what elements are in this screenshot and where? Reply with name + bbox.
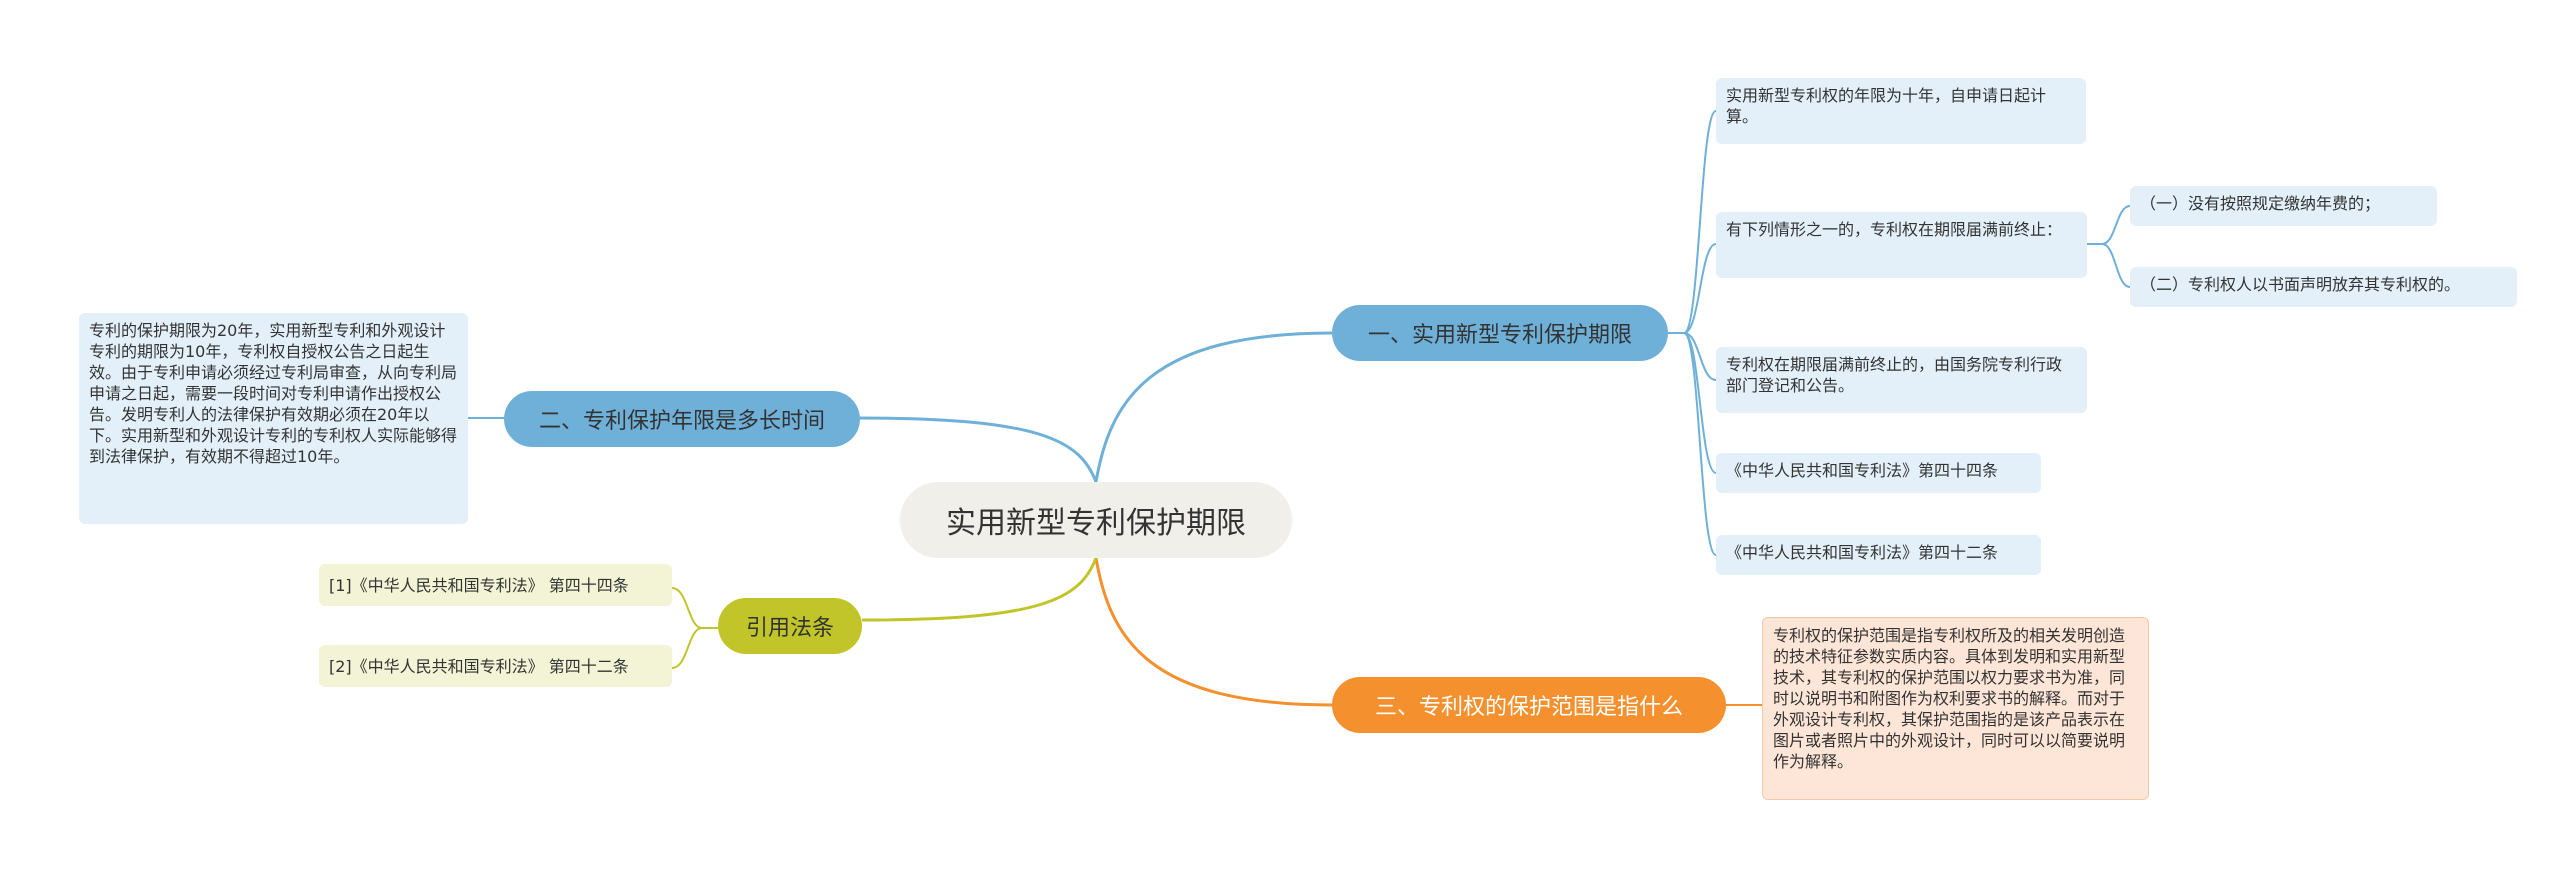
branch-protection-scope[interactable]: 三、专利权的保护范围是指什么	[1332, 677, 1726, 733]
leaf-condition-written-waiver[interactable]: （二）专利权人以书面声明放弃其专利权的。	[2130, 267, 2517, 307]
leaf-termination-conditions[interactable]: 有下列情形之一的，专利权在期限届满前终止：	[1716, 212, 2087, 278]
link-root-branch-1	[1094, 331, 1333, 483]
link-branch-1-leaf-2	[1683, 243, 1717, 334]
leaf-protection-scope-detail[interactable]: 专利权的保护范围是指专利权所及的相关发明创造的技术特征参数实质内容。具体到发明和…	[1762, 617, 2149, 800]
leaf-patent-duration-detail[interactable]: 专利的保护期限为20年，实用新型专利和外观设计专利的期限为10年，专利权自授权公…	[79, 313, 468, 524]
link-root-branch-2	[859, 416, 1098, 483]
leaf-term-ten-years[interactable]: 实用新型专利权的年限为十年，自申请日起计算。	[1716, 78, 2086, 144]
link-branch-1-leaf-1	[1668, 110, 1717, 334]
link-leaf-2-child-2	[2101, 243, 2131, 288]
link-branch-4-leaf-1	[671, 587, 718, 629]
leaf-condition-unpaid-fee[interactable]: （一）没有按照规定缴纳年费的；	[2130, 186, 2437, 226]
link-root-branch-3	[1094, 557, 1333, 707]
link-branch-4-leaf-2	[671, 627, 703, 669]
leaf-cited-article-42[interactable]: [2]《中华人民共和国专利法》 第四十二条	[319, 645, 672, 687]
branch-patent-duration[interactable]: 二、专利保护年限是多长时间	[504, 391, 860, 447]
link-branch-1-leaf-3	[1683, 332, 1717, 381]
leaf-registration-announcement[interactable]: 专利权在期限届满前终止的，由国务院专利行政部门登记和公告。	[1716, 347, 2087, 413]
branch-utility-model-term[interactable]: 一、实用新型专利保护期限	[1332, 305, 1668, 361]
leaf-cited-article-44[interactable]: [1]《中华人民共和国专利法》 第四十四条	[319, 564, 672, 606]
link-branch-1-leaf-5	[1683, 332, 1717, 556]
root-topic[interactable]: 实用新型专利保护期限	[900, 482, 1292, 558]
leaf-article-44[interactable]: 《中华人民共和国专利法》第四十四条	[1716, 453, 2041, 493]
branch-cited-laws[interactable]: 引用法条	[718, 598, 862, 654]
leaf-article-42[interactable]: 《中华人民共和国专利法》第四十二条	[1716, 535, 2041, 575]
link-root-branch-4	[861, 557, 1098, 622]
link-leaf-2-child-1	[2087, 205, 2131, 245]
